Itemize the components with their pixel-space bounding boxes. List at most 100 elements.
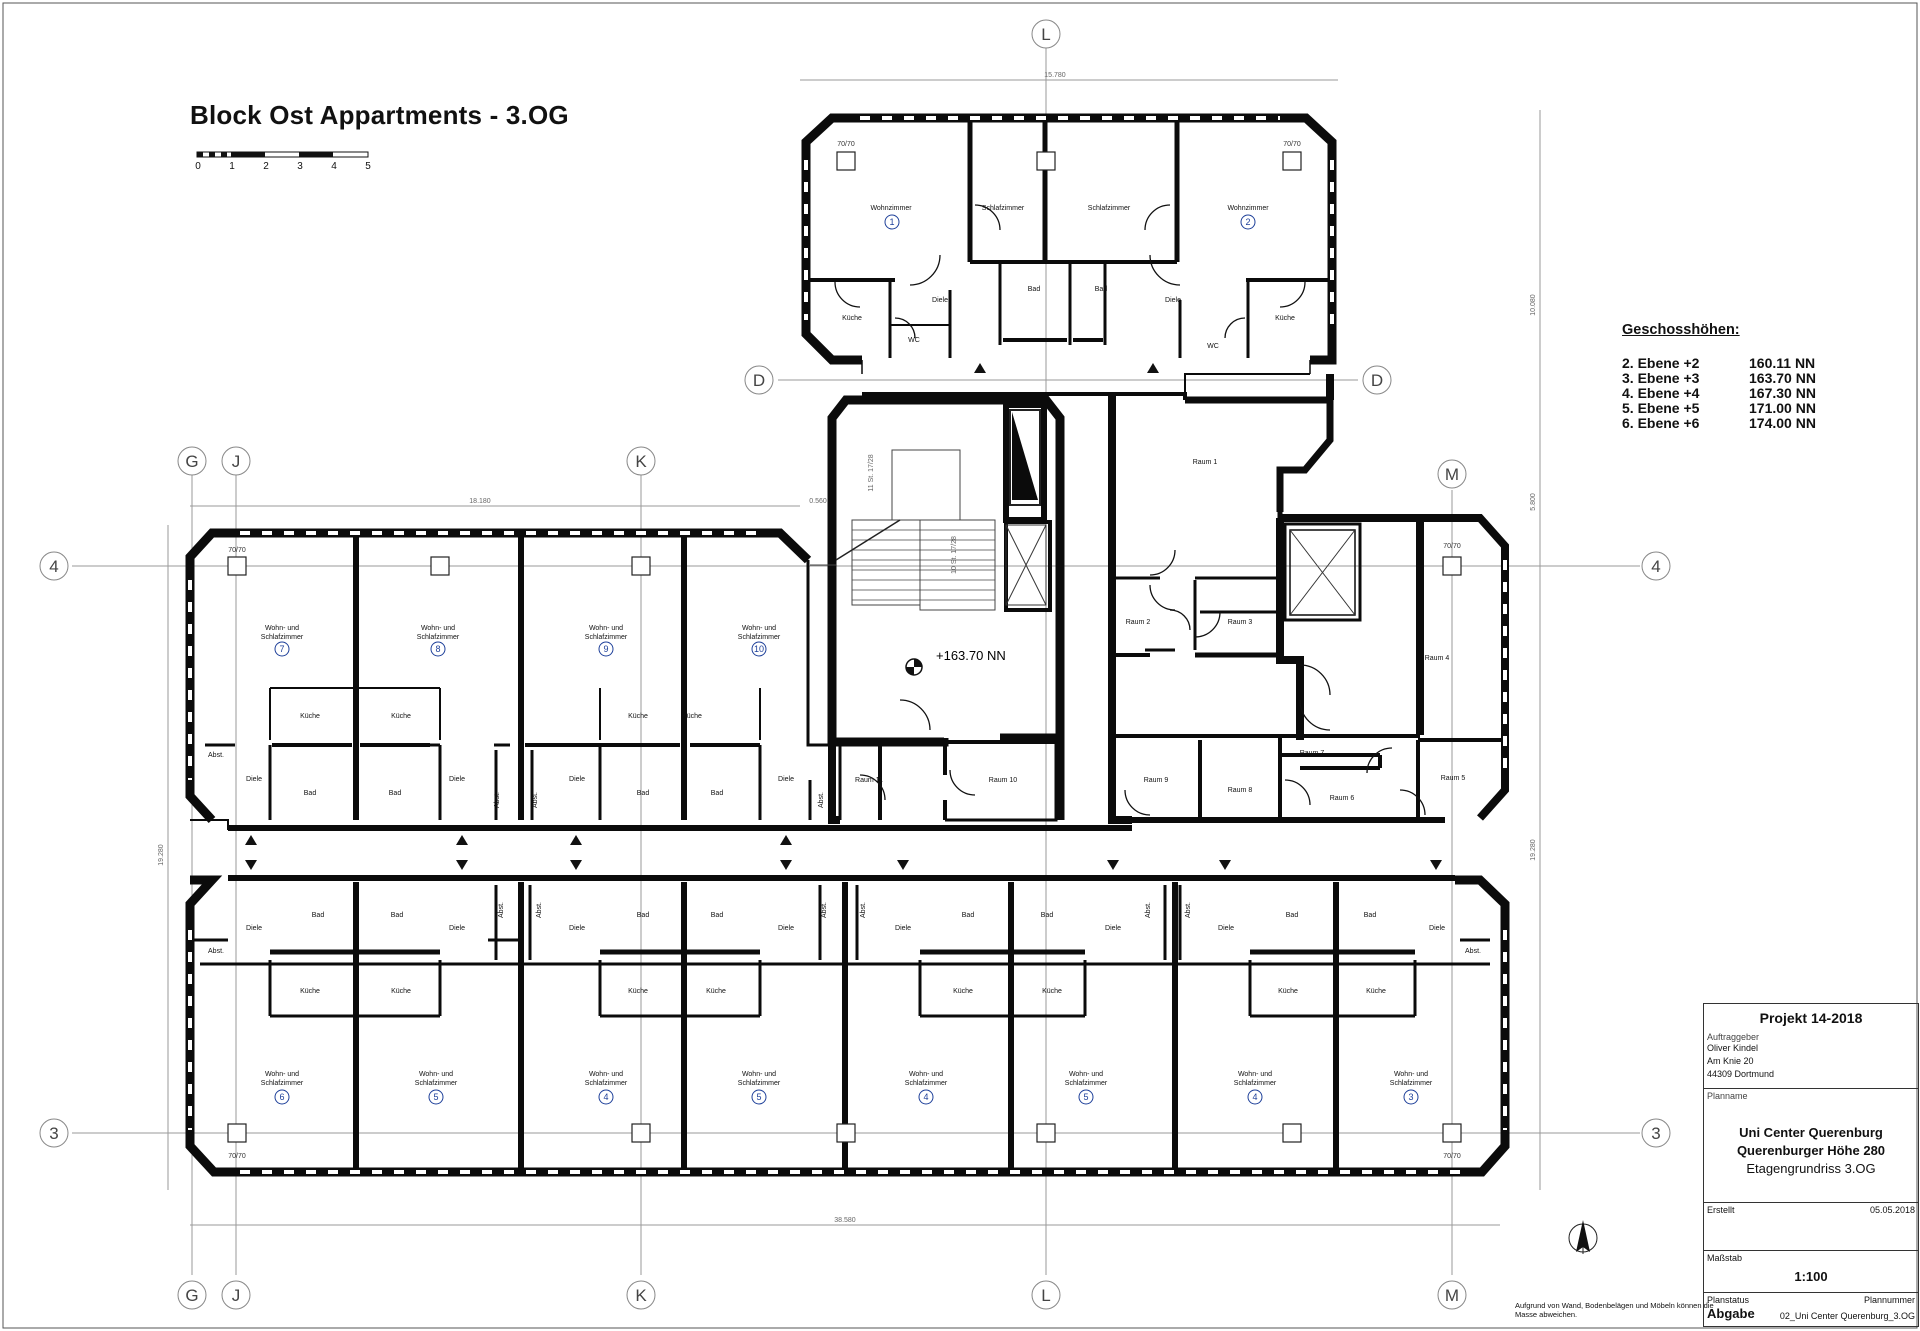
room-label: Bad (389, 790, 402, 797)
grid-label-4-left: 4 (49, 557, 58, 576)
erstellt-date: 05.05.2018 (1869, 1205, 1915, 1215)
staircase (810, 449, 996, 611)
apartment-number: 5 (1083, 1092, 1088, 1102)
grid-label-G-top: G (185, 452, 198, 471)
room-label: Raum 7 (1300, 750, 1325, 757)
room-label: Diele (895, 925, 911, 932)
room-label: Wohn- und (589, 1071, 623, 1078)
room-label: Diele (569, 776, 585, 783)
room-label: Küche (628, 988, 648, 995)
room-label: Schlafzimmer (261, 1080, 304, 1087)
room-label: Abst. (208, 948, 224, 955)
page-title: Block Ost Appartments - 3.OG (190, 100, 569, 130)
room-label: Bad (1041, 912, 1054, 919)
window-size: 70/70 (1283, 141, 1301, 148)
elevation-row: 3. Ebene +3 163.70 NN (1622, 371, 1862, 386)
grid-label-D-left: D (753, 371, 765, 390)
room-label: Küche (1042, 988, 1062, 995)
window-marks (188, 116, 1507, 1174)
room-label: Bad (637, 790, 650, 797)
apartment-number: 5 (433, 1092, 438, 1102)
room-label: Raum 5 (1441, 775, 1466, 782)
room-label: Wohn- und (421, 625, 455, 632)
plan-name-line1: Uni Center Querenburg (1739, 1125, 1883, 1140)
room-label: Schlafzimmer (415, 1080, 458, 1087)
plannummer-value: 02_Uni Center Querenburg_3.OG (1779, 1311, 1915, 1321)
planstatus-label: Planstatus (1707, 1295, 1750, 1305)
room-label: Küche (391, 988, 411, 995)
grid-label-3-right: 3 (1651, 1124, 1660, 1143)
elevation-marker: +163.70 NN (905, 648, 1006, 676)
room-label: Raum 8 (1228, 787, 1253, 794)
scale-label: 4 (331, 161, 337, 172)
room-label: Wohn- und (1069, 1071, 1103, 1078)
room-label: Schlafzimmer (261, 634, 304, 641)
apartment-number: 9 (603, 644, 608, 654)
ebene-label: 3. Ebene +3 (1622, 370, 1700, 386)
room-label: Wohn- und (742, 1071, 776, 1078)
scale-label: 2 (263, 161, 269, 172)
room-label: Abst. (536, 902, 543, 918)
entrance-arrows (245, 363, 1442, 870)
title-block: Projekt 14-2018 Auftraggeber Oliver Kind… (1703, 1003, 1919, 1327)
shaft-outline (1009, 409, 1041, 506)
room-labels: Wohnzimmer Wohnzimmer Schlafzimmer Schla… (208, 205, 1481, 1087)
disclaimer-note: Aufgrund von Wand, Bodenbelägen und Möbe… (1515, 1301, 1714, 1319)
room-label: Schlafzimmer (905, 1080, 948, 1087)
elevation-label: +163.70 NN (936, 648, 1006, 663)
dim-19280-left: 19.280 (158, 844, 165, 866)
room-label: Schlafzimmer (1065, 1080, 1108, 1087)
room-label: Küche (953, 988, 973, 995)
room-label: Bad (962, 912, 975, 919)
stair-flight-lower: 10 St. 17/28 (951, 536, 958, 574)
room-label: Wohn- und (419, 1071, 453, 1078)
geschosshoehen-heading: Geschosshöhen: (1622, 322, 1740, 338)
room-label: Wohn- und (1394, 1071, 1428, 1078)
room-label: Diele (778, 925, 794, 932)
dimension-labels: 15.780 18.180 0.560 38.580 19.280 19.280… (158, 72, 1537, 1224)
room-label: Raum 1 (1193, 459, 1218, 466)
room-label: Abst. (494, 792, 501, 808)
room-label: Abst. (1185, 902, 1192, 918)
ebene-value: 174.00 NN (1749, 415, 1816, 431)
room-label: Diele (778, 776, 794, 783)
room-label: Schlafzimmer (417, 634, 460, 641)
ebene-value: 163.70 NN (1749, 370, 1816, 386)
dim-5800: 5.800 (1530, 493, 1537, 511)
grid-label-4-right: 4 (1651, 557, 1660, 576)
grid-label-K-bottom: K (635, 1286, 647, 1305)
window-size: 70/70 (228, 1153, 246, 1160)
scale-label: 0 (195, 161, 201, 172)
room-label: Bad (304, 790, 317, 797)
room-label: Schlafzimmer (1088, 205, 1131, 212)
room-label: Bad (1028, 286, 1041, 293)
room-label: Raum 2 (1126, 619, 1151, 626)
room-label: Diele (449, 776, 465, 783)
room-label: Bad (312, 912, 325, 919)
apartment-number: 6 (279, 1092, 284, 1102)
room-label: Diele (1218, 925, 1234, 932)
plan-name-line2: Querenburger Höhe 280 (1736, 1143, 1886, 1158)
dim-18180: 18.180 (469, 498, 491, 505)
ebene-value: 160.11 NN (1749, 355, 1816, 371)
dim-15780: 15.780 (1044, 72, 1066, 79)
room-label: Abst. (498, 902, 505, 918)
room-label: Wohn- und (909, 1071, 943, 1078)
room-label: Küche (1366, 988, 1386, 995)
room-label: Diele (1105, 925, 1121, 932)
apartment-number: 2 (1245, 217, 1250, 227)
room-label: Wohn- und (589, 625, 623, 632)
apartment-number: 8 (435, 644, 440, 654)
room-label: Wohn- und (265, 1071, 299, 1078)
room-label: Wohn- und (265, 625, 299, 632)
window-size: 70/70 (1443, 543, 1461, 550)
apartment-number: 3 (1408, 1092, 1413, 1102)
grid-label-3-left: 3 (49, 1124, 58, 1143)
door-swings (834, 204, 1426, 816)
stair-flight-upper: 11 St. 17/28 (868, 454, 875, 491)
room-label: Schlafzimmer (738, 1080, 781, 1087)
